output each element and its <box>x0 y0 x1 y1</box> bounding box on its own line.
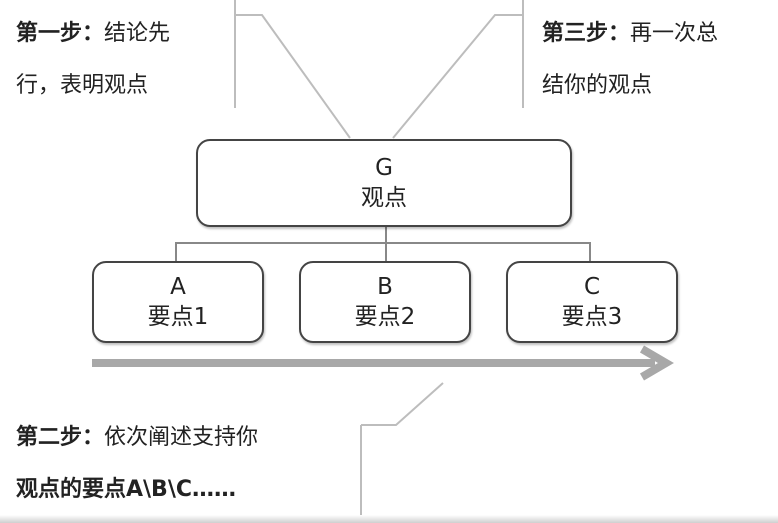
step2-text-line1: 依次阐述支持你 <box>104 425 259 450</box>
node-a-letter: A <box>170 274 186 300</box>
step2-callout-line <box>361 382 444 426</box>
step2-text-line2: 观点的要点A\B\C…… <box>16 477 237 502</box>
step2-note: 第二步：依次阐述支持你 观点的要点A\B\C…… <box>16 412 258 516</box>
step3-callout-line <box>392 14 523 139</box>
node-a-point: A 要点1 <box>92 261 264 343</box>
node-g-letter: G <box>375 155 393 181</box>
node-g-viewpoint: G 观点 <box>196 139 572 227</box>
node-b-letter: B <box>377 274 393 300</box>
node-b-point: B 要点2 <box>299 261 471 343</box>
bottom-edge-shadow <box>0 515 778 523</box>
step3-text-line2: 结你的观点 <box>542 73 653 98</box>
node-c-letter: C <box>583 274 601 300</box>
node-b-text: 要点2 <box>354 304 416 330</box>
step1-text-line2: 行，表明观点 <box>16 73 149 98</box>
node-g-text: 观点 <box>361 185 407 211</box>
step1-note: 第一步：结论先 行，表明观点 <box>16 8 170 112</box>
progress-arrow-head <box>639 345 674 381</box>
step1-label: 第一步： <box>16 21 105 46</box>
step3-note: 第三步：再一次总 结你的观点 <box>542 8 718 112</box>
node-a-text: 要点1 <box>147 304 209 330</box>
step3-text-line1: 再一次总 <box>630 21 719 46</box>
node-c-text: 要点3 <box>561 304 623 330</box>
tree-branch <box>175 242 591 262</box>
step2-label: 第二步： <box>16 425 105 450</box>
step3-label: 第三步： <box>542 21 631 46</box>
step1-callout-line <box>235 14 351 139</box>
step1-text-line1: 结论先 <box>104 21 171 46</box>
node-c-point: C 要点3 <box>506 261 678 343</box>
